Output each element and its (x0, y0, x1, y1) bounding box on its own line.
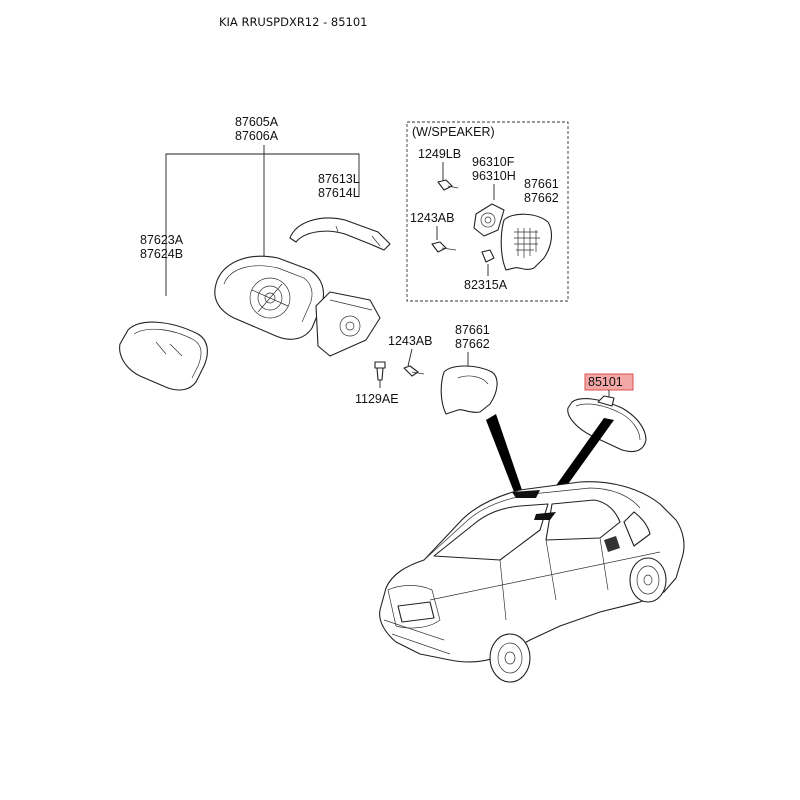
screw-1129AE[interactable] (374, 361, 386, 388)
label-87662-box[interactable]: 87662 (524, 191, 559, 205)
mirror-housing[interactable] (214, 255, 381, 357)
label-87605A[interactable]: 87605A (235, 115, 279, 129)
inside-mirror-group: 85101 (567, 373, 647, 453)
screw-1243AB[interactable] (403, 348, 425, 377)
mirror-inner-cover[interactable] (440, 365, 498, 415)
label-87624B[interactable]: 87624B (140, 247, 183, 261)
rear-wheel (489, 633, 531, 683)
speaker-unit[interactable] (473, 203, 505, 237)
label-1243AB[interactable]: 1243AB (388, 334, 432, 348)
screw-1249LB[interactable] (437, 179, 459, 191)
label-87613L[interactable]: 87613L (318, 172, 360, 186)
car-illustration (379, 481, 685, 683)
speaker-cover[interactable] (500, 213, 553, 271)
outside-mirror-group: 87605A 87606A 87613L 87614L 87623A 87624… (119, 115, 498, 415)
speaker-option-box: (W/SPEAKER) 1249LB 96310F 96310H 87661 8… (406, 121, 569, 302)
front-wheel (629, 557, 667, 603)
label-87661-box[interactable]: 87661 (524, 177, 559, 191)
label-87662[interactable]: 87662 (455, 337, 490, 351)
speaker-box-title: (W/SPEAKER) (412, 125, 495, 139)
page-title: KIA RRUSPDXR12 - 85101 (219, 15, 368, 29)
clip-82315A[interactable] (481, 249, 495, 276)
screw-1243AB-box[interactable] (431, 241, 457, 253)
label-87661[interactable]: 87661 (455, 323, 490, 337)
label-1249LB[interactable]: 1249LB (418, 147, 461, 161)
label-85101[interactable]: 85101 (588, 375, 623, 389)
label-82315A[interactable]: 82315A (464, 278, 508, 292)
label-87623A[interactable]: 87623A (140, 233, 184, 247)
mirror-cover-strip[interactable] (289, 217, 391, 251)
label-96310H[interactable]: 96310H (472, 169, 516, 183)
mirror-glass[interactable] (119, 321, 208, 391)
label-1129AE[interactable]: 1129AE (355, 392, 399, 406)
label-1243AB-box[interactable]: 1243AB (410, 211, 454, 225)
label-87606A[interactable]: 87606A (235, 129, 279, 143)
label-96310F[interactable]: 96310F (472, 155, 515, 169)
label-87614L[interactable]: 87614L (318, 186, 360, 200)
